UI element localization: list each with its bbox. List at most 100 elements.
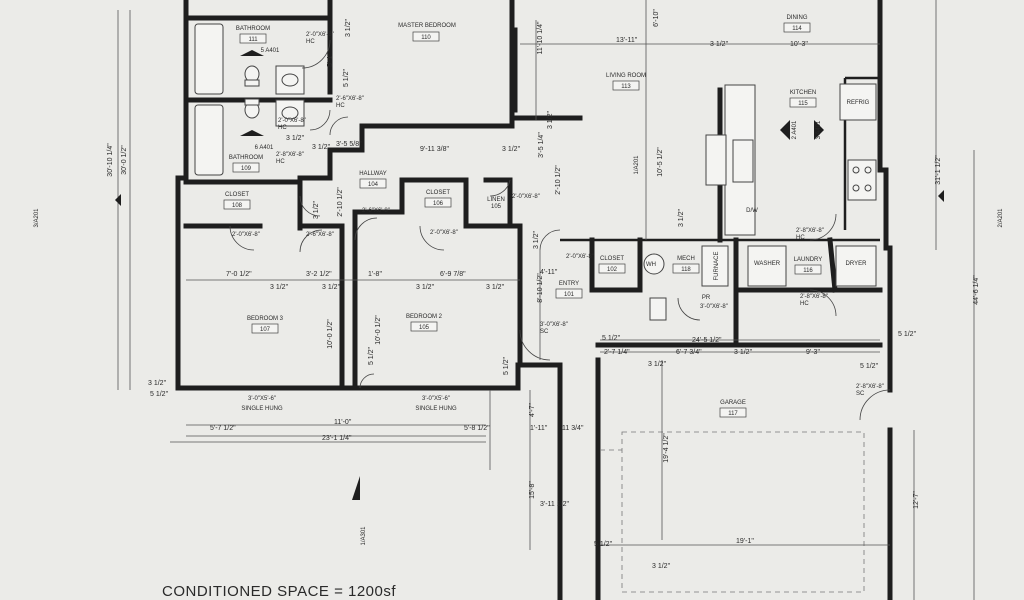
plan-linework — [539, 229, 561, 251]
door-labels: 2'-0"X6'-8" HC 2'-6"X6'-8" HC 2'-8"X6'-8… — [232, 32, 884, 397]
dimension-label: 5'-8 1/2" — [464, 425, 490, 432]
room-number: 105 — [491, 204, 502, 210]
door-label: HC — [796, 235, 805, 241]
door-label: 2'-8"X6'-8" — [796, 228, 824, 234]
plan-linework — [299, 229, 323, 253]
water-heater-label: WH — [646, 262, 656, 268]
section-markers — [115, 50, 944, 500]
room-number: 107 — [260, 327, 271, 333]
section-arrow-icon — [352, 476, 360, 500]
door-label: 2'-0"X6'-8" — [278, 118, 306, 124]
room-name: DINING — [787, 15, 808, 21]
room-name: BATHROOM — [236, 26, 270, 32]
dimension-label: 5 1/2" — [150, 391, 169, 398]
plan-linework — [794, 264, 822, 275]
dimension-label: 1'-8" — [368, 271, 382, 278]
dimension-lines — [117, 0, 975, 600]
bathtub-111 — [194, 23, 224, 95]
dimension-label: 44'-6 1/4" — [973, 275, 980, 305]
kitchen-island — [705, 134, 727, 186]
door-label: 2'-0"X6'-8" — [306, 32, 334, 38]
dimension-label: 3 1/2" — [148, 380, 167, 387]
dimension-label: 10'-3" — [790, 41, 808, 48]
dimension-label: 5 1/2" — [898, 331, 917, 338]
bathtub-109 — [194, 104, 224, 176]
dimension-label: 3 1/2" — [416, 284, 435, 291]
room-name: MECH — [677, 256, 695, 262]
garage-door-outline — [600, 431, 865, 593]
plan-linework — [223, 199, 251, 210]
plan-linework — [827, 237, 838, 293]
door-label: 2'-0"X6'-8" — [430, 230, 458, 236]
plan-linework — [424, 197, 452, 208]
room-number: 101 — [564, 292, 575, 298]
plan-linework — [859, 389, 891, 421]
window-label: SINGLE HUNG — [415, 406, 457, 412]
section-arrow-icon — [240, 130, 264, 136]
section-ref: 3/A201 — [34, 208, 40, 228]
dimension-label: 3 1/2" — [678, 208, 685, 227]
plan-linework — [677, 297, 701, 321]
section-ref: 1/A201 — [634, 155, 640, 175]
room-number: 118 — [681, 267, 691, 273]
door-label: HC — [306, 39, 315, 45]
dimension-label: 3'-11 1/2" — [540, 501, 570, 508]
dimension-label: 3 1/2" — [313, 200, 320, 219]
door-label: 2'-8"X6'-8" — [276, 152, 304, 158]
room-name: CLOSET — [225, 192, 249, 198]
window-labels: 3'-0"X5'-6" SINGLE HUNG 3'-0"X5'-6" SING… — [241, 396, 457, 412]
door-label: 3'-0"X6'-8" — [700, 304, 728, 310]
door-label: SC — [540, 329, 549, 335]
section-arrow-icon — [780, 120, 790, 140]
plan-linework — [719, 407, 747, 418]
sink-109 — [275, 99, 305, 127]
plan-linework — [354, 217, 378, 241]
door-label: 2'-0"X6'-8" — [512, 194, 540, 200]
plan-linework — [309, 109, 331, 131]
door-label: 2'-8"X6'-8" — [856, 384, 884, 390]
plan-linework — [412, 31, 440, 42]
fixtures — [194, 23, 877, 321]
dimension-label: 3 1/2" — [286, 135, 305, 142]
section-ref: 3 A401 — [816, 120, 822, 139]
plan-linework — [852, 184, 860, 192]
plan-linework — [809, 289, 837, 317]
plan-linework — [612, 80, 640, 91]
window-label: SINGLE HUNG — [241, 406, 283, 412]
conditioned-space-caption: CONDITIONED SPACE = 1200sf — [162, 583, 396, 600]
dimension-label: 7'-0 1/2" — [226, 271, 252, 278]
dimension-label: 3'-5 1/4" — [538, 132, 545, 158]
dimension-label: 3 1/2" — [270, 284, 289, 291]
refrigerator — [839, 83, 877, 121]
plan-linework — [672, 263, 700, 274]
dryer-label: DRYER — [846, 261, 868, 267]
dimension-label: 15'-8" — [529, 481, 536, 499]
door-label: HC — [276, 159, 285, 165]
washer-label: WASHER — [754, 261, 781, 267]
dimension-label: 3 1/2" — [533, 230, 540, 249]
section-arrow-icon — [814, 120, 824, 140]
washer — [747, 245, 787, 287]
dimension-label: 9'-11 3/8" — [420, 146, 450, 153]
room-name: LIVING ROOM — [606, 73, 646, 79]
room-number: 108 — [232, 203, 243, 209]
dimension-label: 13'-11" — [616, 37, 638, 44]
plan-linework — [115, 194, 121, 206]
window-label: 3'-0"X5'-6" — [422, 396, 450, 402]
room-name: KITCHEN — [790, 90, 816, 96]
dimension-label: 5 1/2" — [860, 363, 879, 370]
dimension-label: 5 1/2" — [343, 68, 350, 87]
dryer — [835, 245, 877, 287]
door-label: 2'-0"X6'-8" — [232, 232, 260, 238]
plan-linework — [783, 22, 811, 33]
dimension-label: 19'-4 1/2" — [663, 433, 670, 463]
dimension-label: 11'-10 1/4" — [537, 21, 544, 54]
section-reference-labels: 5 A401 6 A401 2 A401 3 A401 1/A201 2/A20… — [34, 48, 1004, 546]
plan-linework — [489, 179, 511, 197]
plan-linework — [281, 106, 299, 120]
dimension-label: 5'-1" — [327, 53, 334, 67]
dimension-label: 30'-0 1/2" — [121, 145, 128, 175]
furnace-label: FURNACE — [714, 251, 720, 280]
dimension-label: 3 1/2" — [345, 18, 352, 37]
room-number: 109 — [241, 166, 252, 172]
